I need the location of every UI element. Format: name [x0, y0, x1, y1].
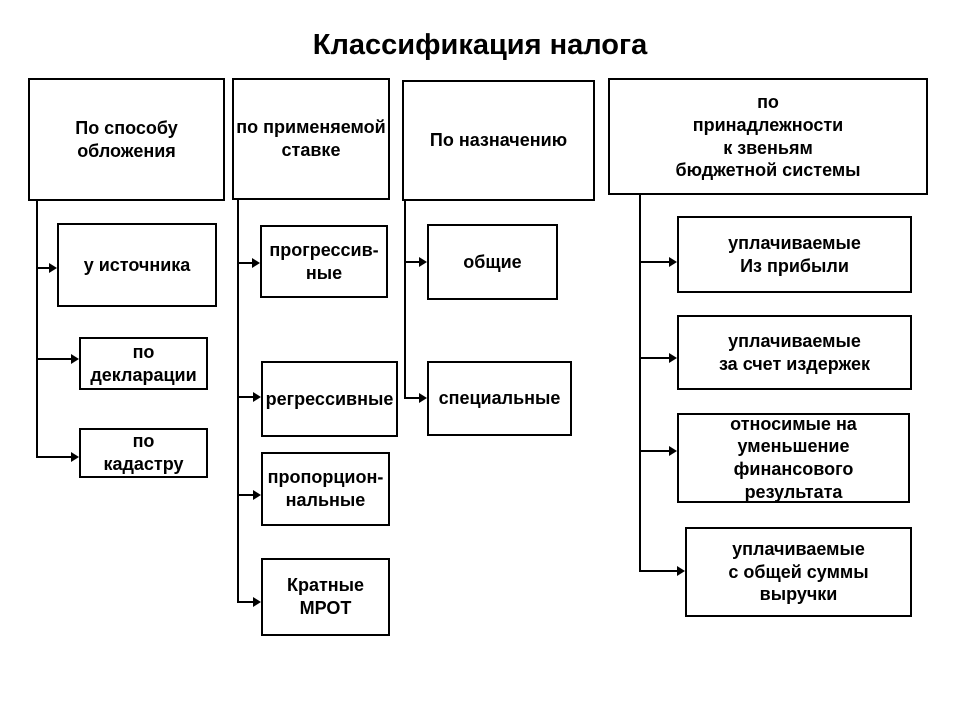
header-by-applied-rate: по применяемой ставке: [232, 78, 390, 200]
header-by-purpose: По назначению: [402, 80, 595, 201]
arrowhead-icon: [253, 392, 261, 402]
col2-branch-3: [237, 494, 253, 496]
col1-branch-2: [36, 358, 71, 360]
col4-branch-1: [639, 261, 669, 263]
node-paid-from-profit: уплачиваемые Из прибыли: [677, 216, 912, 293]
arrowhead-icon: [669, 257, 677, 267]
node-by-cadastre: по кадастру: [79, 428, 208, 478]
arrowhead-icon: [677, 566, 685, 576]
node-at-source: у источника: [57, 223, 217, 307]
node-special: специальные: [427, 361, 572, 436]
col2-connector-stem: [237, 200, 239, 602]
node-progressive: прогрессив- ные: [260, 225, 388, 298]
node-reducing-financial-result: относимые на уменьшение финансового резу…: [677, 413, 910, 503]
col2-branch-4: [237, 601, 253, 603]
arrowhead-icon: [49, 263, 57, 273]
col1-connector-stem: [36, 201, 38, 458]
col3-branch-2: [404, 397, 419, 399]
col4-branch-2: [639, 357, 669, 359]
col2-branch-2: [237, 396, 253, 398]
arrowhead-icon: [71, 452, 79, 462]
node-multiple-of-mrot: Кратные МРОТ: [261, 558, 390, 636]
arrowhead-icon: [253, 490, 261, 500]
page-title: Классификация налога: [312, 29, 648, 61]
arrowhead-icon: [71, 354, 79, 364]
arrowhead-icon: [252, 258, 260, 268]
arrowhead-icon: [419, 393, 427, 403]
node-proportional: пропорцион- нальные: [261, 452, 390, 526]
arrowhead-icon: [419, 257, 427, 267]
arrowhead-icon: [669, 353, 677, 363]
col4-connector-stem: [639, 195, 641, 572]
col1-branch-3: [36, 456, 71, 458]
node-general: общие: [427, 224, 558, 300]
node-regressive: регрессивные: [261, 361, 398, 437]
arrowhead-icon: [669, 446, 677, 456]
header-by-taxation-method: По способу обложения: [28, 78, 225, 201]
node-paid-from-costs: уплачиваемые за счет издержек: [677, 315, 912, 390]
node-by-declaration: по декларации: [79, 337, 208, 390]
col3-branch-1: [404, 261, 419, 263]
node-paid-from-total-revenue: уплачиваемые с общей суммы выручки: [685, 527, 912, 617]
col4-branch-4: [639, 570, 677, 572]
header-by-budget-system-level: по принадлежности к звеньям бюджетной си…: [608, 78, 928, 195]
col2-branch-1: [237, 262, 252, 264]
col1-branch-1: [36, 267, 50, 269]
col4-branch-3: [639, 450, 669, 452]
col3-connector-stem: [404, 201, 406, 398]
arrowhead-icon: [253, 597, 261, 607]
